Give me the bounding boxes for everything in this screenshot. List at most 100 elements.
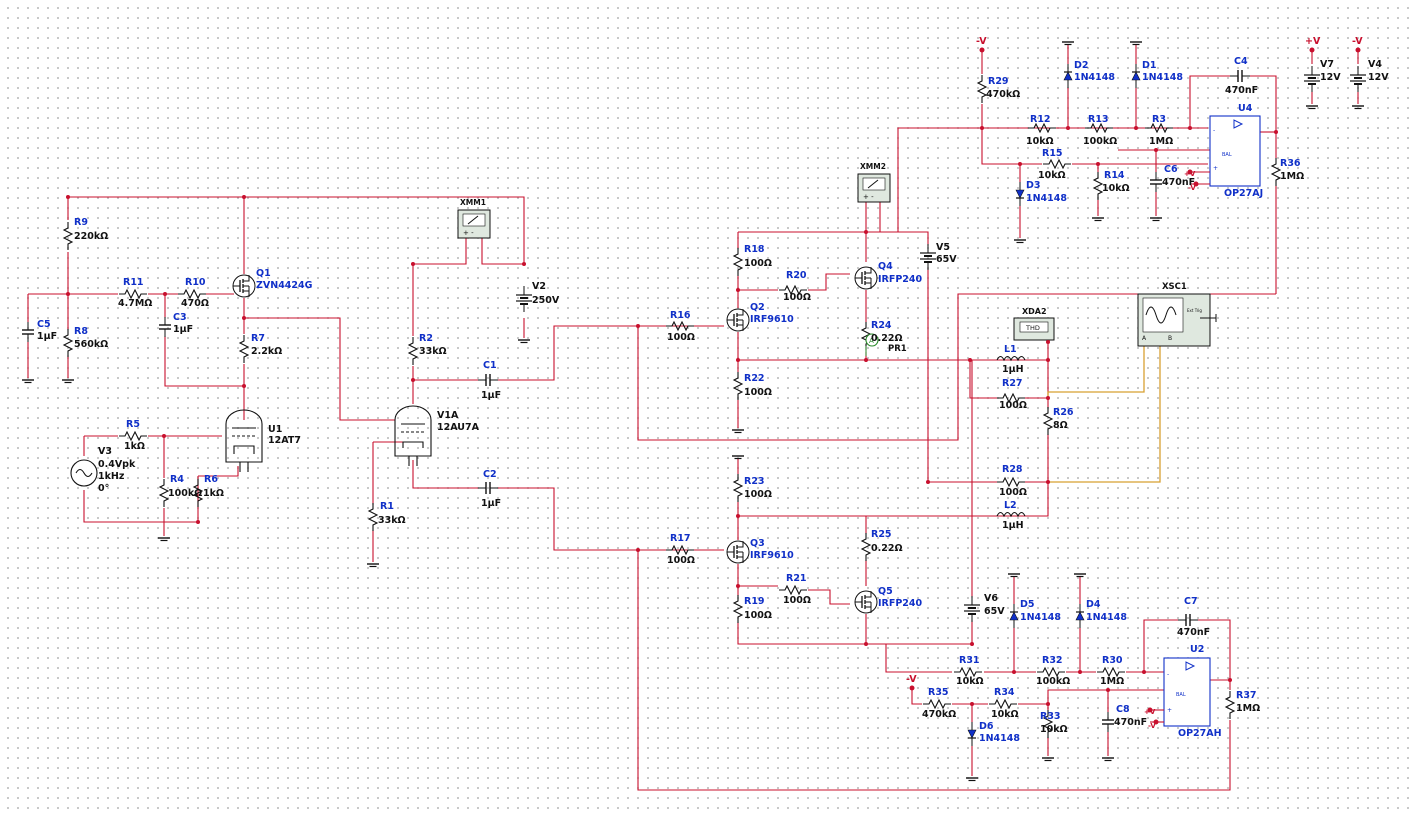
label-r6: R6 <box>204 474 218 485</box>
label-r30-value: 1MΩ <box>1100 676 1124 687</box>
label-r1-value: 33kΩ <box>378 515 406 526</box>
capacitor-symbols[interactable] <box>21 69 1251 733</box>
label-c5: C5 <box>37 319 51 330</box>
junction-dot <box>1046 480 1050 484</box>
rail-pos-u2: +V <box>1144 708 1156 716</box>
label-r31-value: 10kΩ <box>956 676 984 687</box>
label-r4: R4 <box>170 474 184 485</box>
label-r16: R16 <box>670 310 691 321</box>
junction-dot <box>970 642 974 646</box>
junction-dot <box>736 288 740 292</box>
probe-pr1[interactable]: A <box>865 333 879 356</box>
label-v2-value: 250V <box>532 295 560 306</box>
label-r21-value: 100Ω <box>783 595 811 606</box>
label-d3-value: 1N4148 <box>1026 193 1067 204</box>
distortion-analyzer-xda2[interactable]: THD <box>1013 317 1055 344</box>
junction-dot <box>1078 670 1082 674</box>
junction-dot <box>1106 688 1110 692</box>
label-r15-value: 10kΩ <box>1038 170 1066 181</box>
label-q5-value: IRFP240 <box>878 598 923 609</box>
junction-dot <box>1046 396 1050 400</box>
label-r27: R27 <box>1002 378 1023 389</box>
svg-text:A: A <box>869 337 874 345</box>
label-r35-value: 470kΩ <box>922 709 956 720</box>
svg-text:+: + <box>1213 165 1218 172</box>
label-v3: V3 <box>98 446 112 457</box>
label-r13-value: 100kΩ <box>1083 136 1117 147</box>
label-u4: U4 <box>1238 103 1253 114</box>
opamp-u4[interactable]: - + BAL <box>1209 115 1261 187</box>
label-r18: R18 <box>744 244 765 255</box>
label-v1a: V1A <box>437 410 459 421</box>
label-v4-value: 12V <box>1368 72 1389 83</box>
label-r33-value: 10kΩ <box>1040 724 1068 735</box>
junction-dot <box>162 434 166 438</box>
scope-probe-wires <box>1047 346 1161 483</box>
svg-text:BAL: BAL <box>1176 692 1186 698</box>
label-c5-value: 1µF <box>37 331 57 342</box>
junction-dot <box>1066 126 1070 130</box>
label-l2: L2 <box>1004 500 1017 511</box>
ac-source-v3[interactable] <box>70 459 98 487</box>
label-u1-value: 12AT7 <box>268 435 301 446</box>
label-v7-value: 12V <box>1320 72 1341 83</box>
junction-dot <box>636 548 640 552</box>
resistor-symbols[interactable] <box>63 74 1281 739</box>
label-d2: D2 <box>1074 60 1089 71</box>
label-d1: D1 <box>1142 60 1157 71</box>
opamp-u2[interactable]: - + BAL <box>1163 657 1211 727</box>
label-l1: L1 <box>1004 344 1017 355</box>
label-c2: C2 <box>483 469 497 480</box>
label-d2-value: 1N4148 <box>1074 72 1115 83</box>
label-d3: D3 <box>1026 180 1041 191</box>
label-r21: R21 <box>786 573 807 584</box>
tube-v1a[interactable] <box>394 405 432 466</box>
label-r10-value: 470Ω <box>181 298 209 309</box>
label-r16-value: 100Ω <box>667 332 695 343</box>
svg-text:-: - <box>1213 127 1215 134</box>
label-r27-value: 100Ω <box>999 400 1027 411</box>
label-xsc1: XSC1 <box>1162 282 1187 292</box>
label-r8: R8 <box>74 326 88 337</box>
label-q3-value: IRF9610 <box>750 550 794 561</box>
junction-dot <box>1142 670 1146 674</box>
label-r19-value: 100Ω <box>744 610 772 621</box>
oscilloscope-xsc1[interactable]: Ext Trig A B <box>1137 293 1217 347</box>
xsc1-pin-a: A <box>1142 335 1147 342</box>
junction-dot <box>736 514 740 518</box>
grounds <box>21 41 1365 782</box>
junction-dot <box>864 642 868 646</box>
label-v5: V5 <box>936 242 950 253</box>
junction-dot <box>163 292 167 296</box>
junction-dot <box>242 195 246 199</box>
label-r24-value: 0.22Ω <box>871 333 903 344</box>
label-v3-phase: 0° <box>98 483 109 494</box>
label-d6: D6 <box>979 721 994 732</box>
label-v7: V7 <box>1320 59 1334 70</box>
label-c6-value: 470nF <box>1162 177 1195 188</box>
junction-dot <box>736 358 740 362</box>
label-v3-frequency: 1kHz <box>98 471 125 482</box>
label-r26: R26 <box>1053 407 1074 418</box>
label-r1: R1 <box>380 501 394 512</box>
label-r7-value: 2.2kΩ <box>251 346 282 357</box>
label-r11: R11 <box>123 277 144 288</box>
label-r7: R7 <box>251 333 265 344</box>
label-r28-value: 100Ω <box>999 487 1027 498</box>
label-r36-value: 1MΩ <box>1280 171 1304 182</box>
svg-text:BAL: BAL <box>1222 152 1232 158</box>
label-r9: R9 <box>74 217 88 228</box>
multimeter-xmm1[interactable]: + - <box>457 209 491 239</box>
label-r29: R29 <box>988 76 1009 87</box>
rail-neg-u4: -V <box>1188 184 1196 192</box>
label-r37-value: 1MΩ <box>1236 703 1260 714</box>
junction-dot <box>864 230 868 234</box>
label-q2: Q2 <box>750 302 765 313</box>
junction-dot <box>970 702 974 706</box>
label-c1: C1 <box>483 360 497 371</box>
multimeter-xmm2[interactable]: + - <box>857 173 891 203</box>
tube-u1[interactable] <box>225 409 263 472</box>
opamp-supply-pins <box>1147 169 1210 725</box>
